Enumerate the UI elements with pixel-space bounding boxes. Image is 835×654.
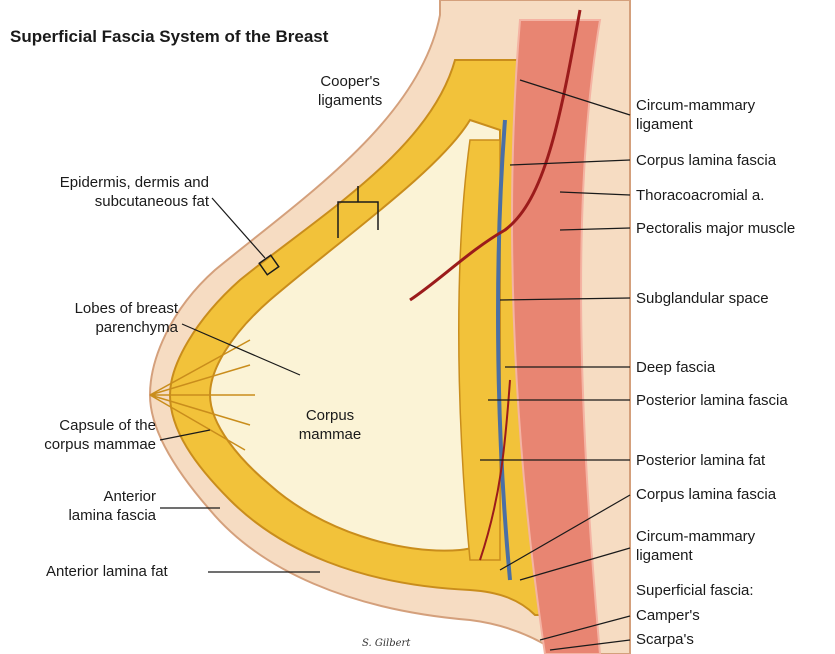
label-corpus-mammae: Corpus mammae [290,406,370,444]
posterior-fat-layer [459,140,500,560]
label-line: Cooper's [318,72,382,91]
label-circum-mammary-upper: Circum-mammary ligament [636,96,755,134]
label-circum-mammary-lower: Circum-mammary ligament [636,527,755,565]
label-subglandular: Subglandular space [636,289,769,308]
label-coopers-ligaments: Cooper's ligaments [318,72,382,110]
label-campers: Camper's [636,606,700,625]
label-lobes: Lobes of breast parenchyma [20,299,178,337]
label-capsule: Capsule of the corpus mammae [0,416,156,454]
artist-signature: S. Gilbert [362,638,410,649]
label-line: ligament [636,546,755,565]
label-line: subcutaneous fat [17,192,209,211]
label-deep-fascia: Deep fascia [636,358,715,377]
label-superficial-fascia: Superficial fascia: [636,581,754,600]
label-line: Circum-mammary [636,527,755,546]
label-line: Epidermis, dermis and [17,173,209,192]
label-anterior-lamina-fat: Anterior lamina fat [46,562,168,581]
label-line: Capsule of the [0,416,156,435]
label-corpus-lamina-fascia-upper: Corpus lamina fascia [636,151,776,170]
page-title: Superficial Fascia System of the Breast [10,27,328,47]
label-corpus-lamina-fascia-lower: Corpus lamina fascia [636,485,776,504]
label-anterior-lamina-fascia: Anterior lamina fascia [20,487,156,525]
leader-epidermis [212,198,265,258]
label-line: mammae [290,425,370,444]
label-epidermis: Epidermis, dermis and subcutaneous fat [17,173,209,211]
label-line: Corpus [290,406,370,425]
label-line: parenchyma [20,318,178,337]
label-line: corpus mammae [0,435,156,454]
label-thoracoacromial: Thoracoacromial a. [636,186,764,205]
label-line: Anterior [20,487,156,506]
label-scarpas: Scarpa's [636,630,694,649]
label-line: ligaments [318,91,382,110]
label-pectoralis: Pectoralis major muscle [636,219,795,238]
label-line: Circum-mammary [636,96,755,115]
label-line: lamina fascia [20,506,156,525]
label-posterior-lamina-fat: Posterior lamina fat [636,451,765,470]
label-posterior-lamina-fascia: Posterior lamina fascia [636,391,788,410]
label-line: ligament [636,115,755,134]
label-line: Lobes of breast [20,299,178,318]
